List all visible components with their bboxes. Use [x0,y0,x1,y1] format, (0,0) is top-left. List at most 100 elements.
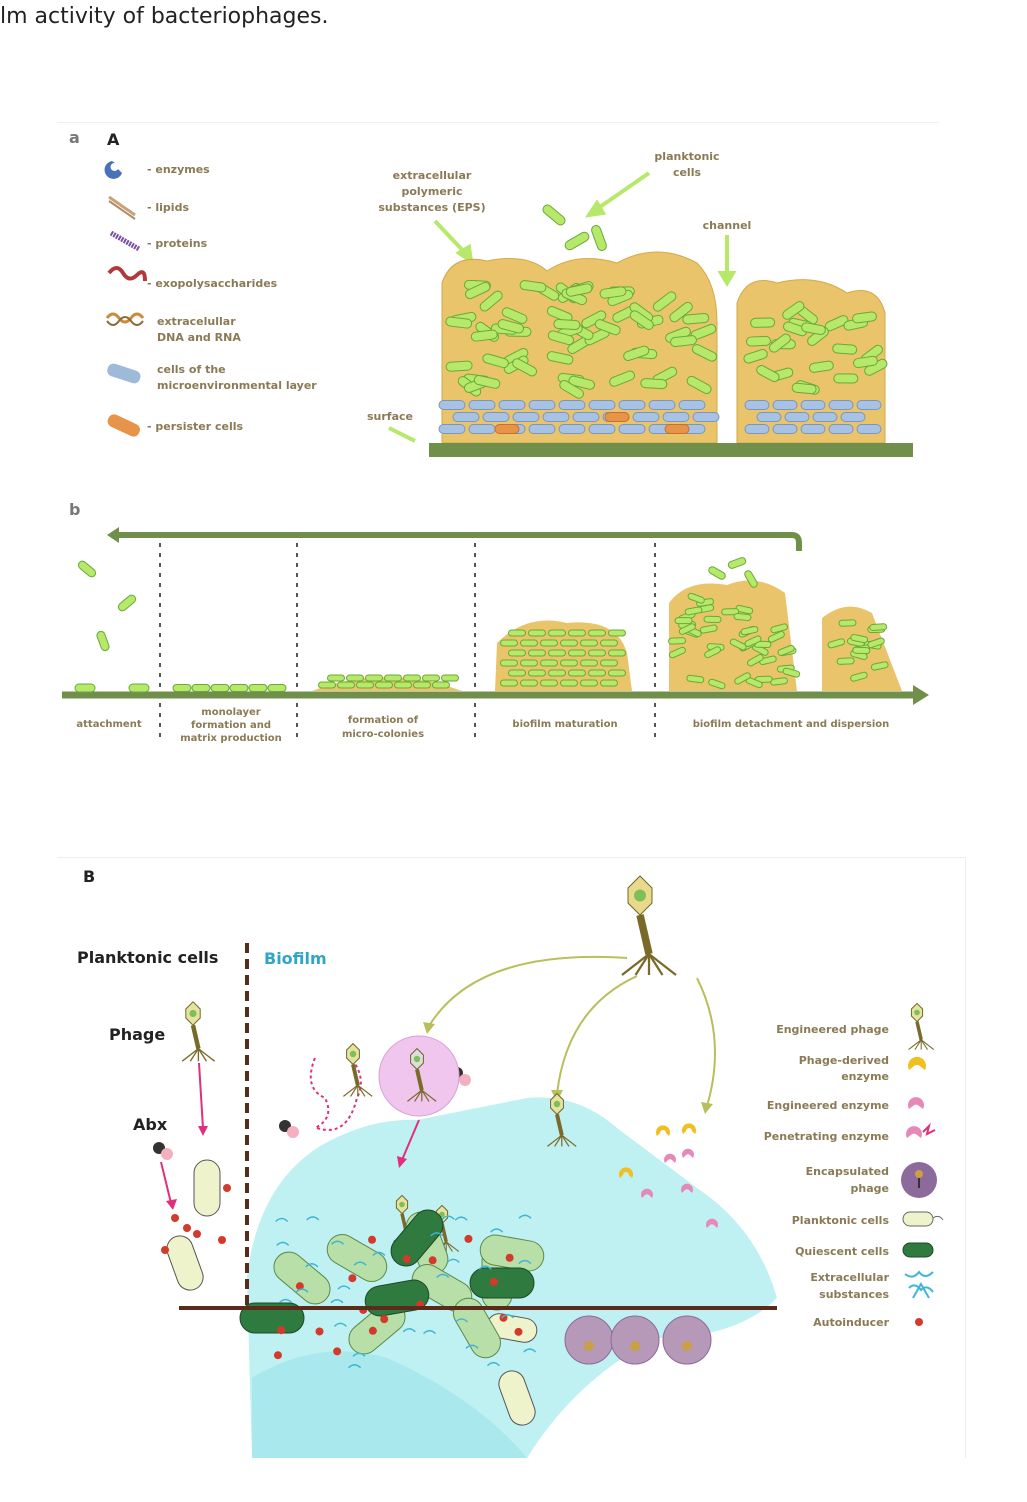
surface-arrow [388,426,416,443]
bacterium [497,319,525,334]
phage-capsid-dna [914,1009,920,1016]
phage-tail-fiber [421,1089,430,1102]
phage-capsid-dna [399,1201,405,1208]
extracellular-substance-icon [904,1270,934,1299]
dna-icon [105,312,145,326]
phage-tail-fiber [561,1134,570,1147]
bacterium [547,330,575,346]
bacterium [870,661,889,671]
phage-tail-fiber [357,1084,373,1097]
phage-capsid-dna [553,1100,561,1108]
extracellular-matrix [501,1314,515,1319]
encapsulated-phage [610,1315,660,1365]
autoinducer [273,1351,282,1360]
phage-capsid-dna [413,1055,421,1063]
bacterium [479,290,503,312]
bacterium [540,679,558,687]
stage-microcolonies-line1: formation of [348,715,419,726]
biofilm-dense-region [252,1351,527,1458]
bacterium [548,649,566,657]
abx-label: Abx [133,1115,168,1134]
planktonic-title: Planktonic cells [77,948,218,967]
surface-label: surface [367,410,413,423]
cycle-arrowhead [107,527,119,543]
label-a: a [69,128,80,147]
phage-tail [915,1021,923,1041]
persister-cell [494,424,520,434]
micro-layer-cell [588,424,616,434]
phage-tail-fiber [343,1084,359,1097]
phage-tail-fiber [920,1039,928,1050]
bacterium [384,674,402,682]
engineered-phage-icon [908,1002,935,1051]
phage-capsid-dna [189,1009,197,1018]
autoinducer [505,1253,514,1262]
stage-monolayer-line3: matrix production [180,733,282,744]
bacterium [836,657,855,665]
micro-layer-cell [800,424,826,434]
stage-attachment: attachment [76,719,141,730]
extracellular-matrix [454,1216,468,1221]
micro-layer-cell [632,412,660,422]
phage-tail-fiber [634,953,650,976]
micro-layer-cell [784,412,810,422]
bacterium [74,683,96,693]
stage-maturation: biofilm maturation [512,719,617,730]
label-A: A [107,130,120,149]
bacterium [546,351,574,365]
extracellular-matrix [295,1288,309,1293]
legend-penetrating-enzyme: Penetrating enzyme [764,1130,889,1143]
olive-arrow-2 [556,975,638,1095]
label-b: b [69,500,80,519]
micro-layer-cell [692,412,720,422]
bacterium [708,566,726,580]
bacterium [465,281,491,300]
autoinducer [489,1277,498,1286]
persister-cell [604,412,630,422]
bacterium [687,592,705,604]
bacterium [640,378,668,390]
bacterium [852,646,871,655]
extracellular-matrix [330,1299,344,1304]
stage-monolayer-line1: monolayer [201,707,260,718]
engineered-enzyme-icon [907,1097,924,1109]
stage-microcolonies-line2: micro-colonies [342,729,424,740]
autoinducer [428,1256,437,1265]
stage-monolayer-line2: formation and [191,720,271,731]
bacterium [453,1297,501,1359]
extracellular-matrix [402,1328,416,1333]
panel-b-legend: Engineered phage Phage-derived enzyme En… [764,1002,944,1329]
phage-arrow [198,1062,204,1129]
lipid-icon [108,195,136,220]
bacterium [560,679,578,687]
bacterium [548,629,566,637]
phage-tail-fiber [181,1048,199,1062]
bacterium [548,669,566,677]
antibiotic-light [287,1126,299,1138]
antibiotic-light [161,1148,173,1160]
bacterium [608,649,626,657]
bacterium [390,1209,444,1267]
phage-tail-fiber [357,1084,366,1097]
extracellular-matrix [523,1348,537,1353]
bacterium [546,306,573,323]
legend-engineered-enzyme: Engineered enzyme [767,1099,889,1112]
extracellular-matrix [436,1273,450,1279]
micro-layer-cell [772,400,798,410]
extracellular-matrix [455,1318,469,1323]
bacterium [508,649,526,657]
encapsulated-phage-head [682,1341,692,1351]
bacterium [869,623,888,632]
autoinducer [464,1234,473,1243]
bacterium [759,655,777,666]
autoinducer [402,1255,411,1264]
engineered-enzyme [641,1188,653,1198]
legend-phage-derived-line1: Phage-derived [799,1054,889,1067]
bacterium [365,674,383,682]
bacterium [441,674,459,682]
planktonic-arrow [584,171,651,218]
bacterium [670,335,697,348]
bacterium [346,674,364,682]
micro-layer-cell [828,424,854,434]
phage-capsid-dna [439,1211,445,1218]
